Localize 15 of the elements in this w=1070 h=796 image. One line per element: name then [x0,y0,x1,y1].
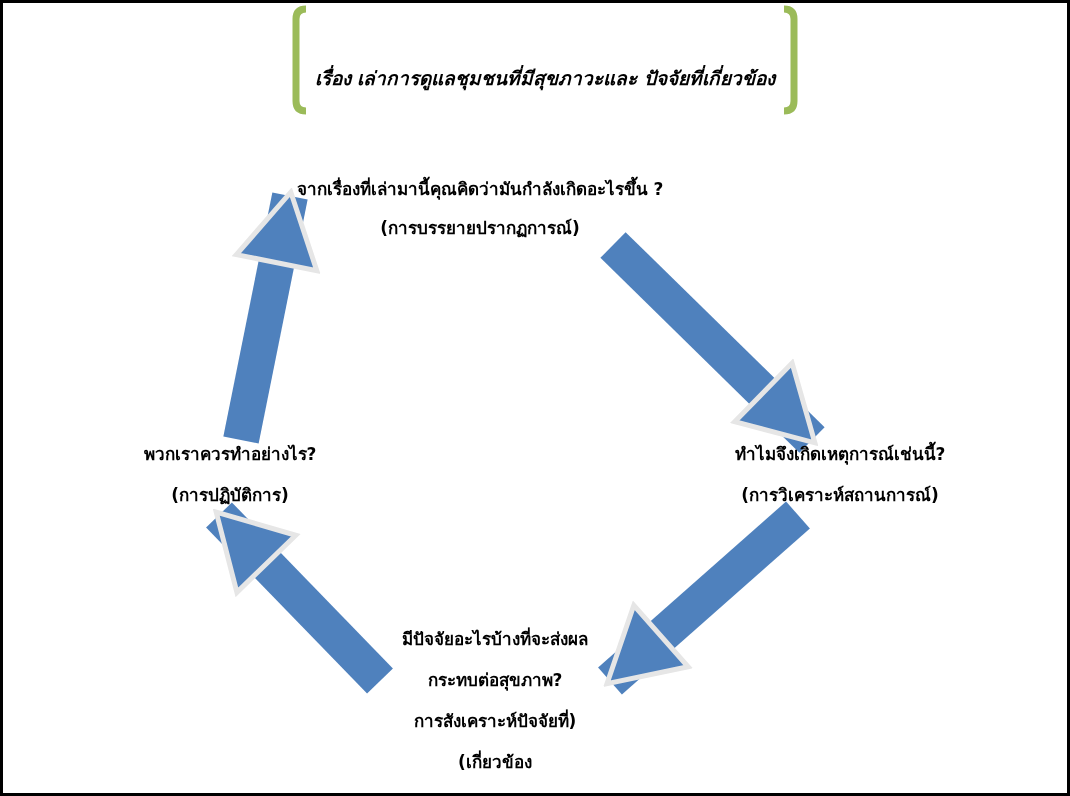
question-text: การสังเคราะห์ปัจจัยที่) [412,708,578,733]
caption-text: (การปฏิบัติการ) [170,484,290,507]
caption-text: (การวิเคราะห์สถานการณ์) [740,484,940,507]
caption-text: (เกี่ยวข้อง [457,749,533,774]
caption-text: กระทบต่อสุขภาพ? [426,669,564,693]
block-arrow [598,501,810,695]
block-arrow [206,502,393,694]
question-text: มีปัจจัยอะไรบ้างที่จะส่งผล [401,626,589,651]
title-text: เรื่อง เล่าการดูแลชุมชนที่มีสุขภาวะและ ปัจจัยที่เกี่ยวข้อง [314,64,776,93]
question-text: ทำไมจึงเกิดเหตุการณ์เช่นนี้? [700,440,980,467]
block-arrow [600,232,825,453]
caption-text: (การบรรยายปรากฏการณ์) [379,217,581,240]
block-arrow [223,189,320,444]
question-text: พวกเราควรทำอย่างไร? [142,443,318,466]
question-text: จากเรื่องที่เล่ามานี้คุณคิดว่ามันกำลังเกิดอะไรขึ้น ? [290,175,670,202]
